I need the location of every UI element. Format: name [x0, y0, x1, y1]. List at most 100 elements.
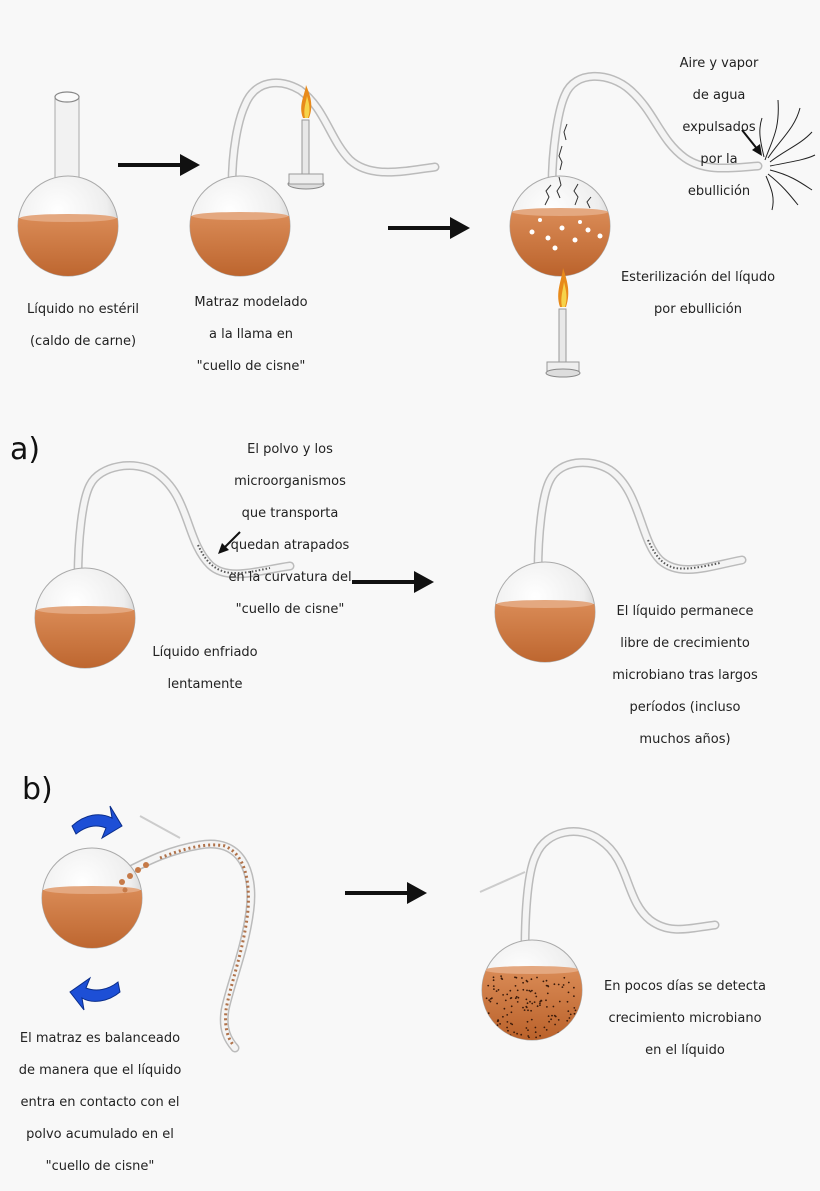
microbe-speck: [526, 989, 528, 992]
label-flask-swung: El matraz es balanceado de manera que el…: [18, 1031, 182, 1174]
microbe-speck: [506, 1014, 509, 1016]
blue-arrow-bottom: [69, 976, 121, 1011]
microbe-speck: [511, 1023, 514, 1026]
arrow-4: [345, 882, 427, 904]
microbe-speck: [502, 994, 504, 996]
microbe-speck: [506, 1026, 508, 1029]
microbe-speck: [525, 1005, 528, 1008]
microbe-speck: [492, 976, 495, 979]
microbe-speck: [499, 1023, 501, 1025]
microbe-speck: [523, 1009, 526, 1011]
microbe-speck: [509, 989, 512, 992]
arrow-3: [352, 571, 434, 593]
microbe-speck: [539, 1004, 541, 1006]
microbe-speck: [489, 998, 492, 1000]
microbe-speck: [567, 1010, 570, 1013]
microbe-speck: [573, 995, 575, 997]
section-label-a: a): [10, 432, 41, 467]
microbe-speck: [530, 1009, 532, 1012]
microbe-speck: [530, 978, 533, 981]
microbe-speck: [488, 999, 491, 1001]
microbe-speck: [543, 1026, 546, 1029]
microbe-speck: [485, 1022, 488, 1024]
microbe-speck: [529, 1000, 531, 1003]
microbe-speck: [571, 1035, 574, 1037]
microbe-speck: [570, 1028, 573, 1031]
experiment-diagram: [17, 71, 816, 1053]
microbe-speck: [500, 1036, 503, 1038]
microbe-speck: [557, 1019, 560, 1021]
microbe-speck: [492, 979, 495, 982]
microbe-speck: [496, 1024, 499, 1027]
flask-straight-neck: [17, 91, 119, 277]
microbe-speck: [496, 1030, 498, 1033]
microbe-speck: [514, 985, 517, 987]
microbe-speck: [539, 1034, 541, 1037]
microbe-speck: [567, 991, 570, 994]
microbe-speck: [530, 1018, 533, 1021]
microbe-speck: [500, 975, 502, 977]
microbe-speck: [510, 1005, 513, 1008]
microbe-speck: [526, 1002, 529, 1005]
microbe-speck: [527, 1035, 530, 1037]
microbe-speck: [493, 1036, 496, 1039]
blue-arrow-top: [71, 805, 123, 840]
glass-reflection-2: [479, 871, 526, 893]
microbe-speck: [573, 986, 575, 989]
microbe-speck: [514, 997, 517, 1000]
microbe-speck: [536, 1005, 539, 1008]
microbe-speck: [528, 1036, 530, 1039]
microbe-speck: [520, 1033, 523, 1036]
microbe-speck: [573, 1012, 576, 1015]
microbe-speck: [510, 997, 513, 999]
microbe-speck: [516, 1001, 519, 1003]
microbe-speck: [554, 1023, 556, 1026]
microbe-speck: [547, 1015, 550, 1017]
microbe-speck: [534, 992, 537, 995]
microbe-speck: [492, 1029, 494, 1032]
microbe-speck: [536, 976, 538, 979]
label-air-vapor: Aire y vapor de agua expulsados por la e…: [679, 56, 759, 199]
microbe-speck: [545, 984, 548, 987]
microbe-speck: [563, 976, 566, 979]
microbe-speck: [527, 1029, 529, 1031]
microbe-speck: [529, 990, 532, 993]
microbe-speck: [525, 998, 528, 1001]
microbe-speck: [522, 988, 525, 991]
label-liquid-cooled: Líquido enfriado lentamente: [152, 645, 258, 692]
microbe-speck: [566, 1033, 569, 1036]
microbe-speck: [497, 1019, 499, 1021]
bunsen-burner-1: [287, 85, 325, 190]
microbe-speck: [526, 1020, 529, 1023]
microbe-speck: [553, 983, 556, 986]
microbe-speck: [510, 1011, 513, 1014]
microbe-speck: [562, 984, 565, 986]
flask-boiling: [509, 71, 763, 277]
microbe-speck: [534, 1026, 537, 1029]
microbe-speck: [527, 1009, 529, 1012]
microbe-speck: [487, 984, 490, 987]
label-liquid-remains: El líquido permanece libre de crecimient…: [612, 604, 758, 747]
microbe-speck: [522, 1006, 524, 1009]
microbe-speck: [506, 1021, 509, 1023]
microbe-speck: [545, 1029, 548, 1031]
microbe-speck: [528, 989, 531, 992]
microbe-speck: [489, 1000, 492, 1003]
microbe-speck: [506, 993, 509, 996]
microbe-speck: [510, 1022, 512, 1025]
section-label-b: b): [22, 772, 53, 807]
label-flask-shaped: Matraz modelado a la llama en "cuello de…: [194, 295, 308, 374]
microbe-speck: [547, 985, 550, 988]
arrow-1: [118, 154, 200, 176]
microbe-speck: [535, 995, 538, 998]
microbe-speck: [522, 981, 524, 984]
bunsen-burner-2: [545, 268, 581, 378]
microbe-speck: [514, 976, 516, 979]
microbe-speck: [525, 1027, 528, 1029]
microbe-speck: [534, 1031, 537, 1034]
microbe-speck: [557, 983, 560, 986]
microbe-speck: [516, 1032, 518, 1035]
microbe-speck: [567, 981, 570, 984]
microbe-speck: [507, 1029, 509, 1032]
liquid-drops: [119, 862, 149, 893]
